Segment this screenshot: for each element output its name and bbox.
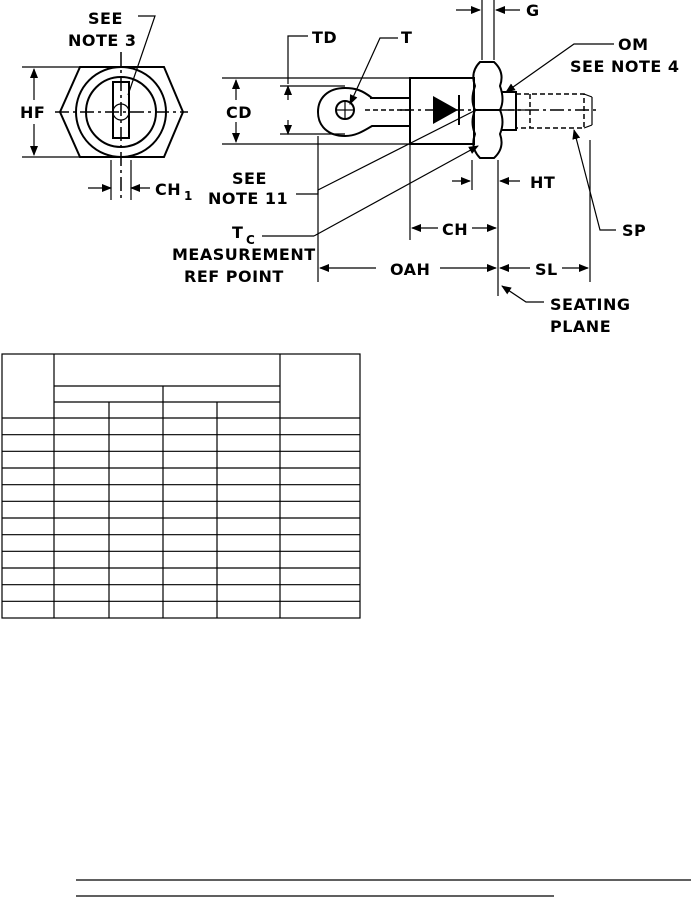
tc-label: T <box>232 223 243 242</box>
end-view <box>22 15 188 200</box>
footer-rules <box>76 879 691 897</box>
table-row-lines <box>2 434 360 602</box>
note3-leader <box>127 15 156 96</box>
note11-leader <box>317 109 477 191</box>
seating-label: SEATING <box>550 295 630 314</box>
lug-hole <box>335 100 355 120</box>
stud-chamfer-bottom <box>583 124 593 129</box>
td-leader <box>287 35 308 84</box>
dimension-table <box>1 353 361 619</box>
sp-label: SP <box>622 221 646 240</box>
seating-plane-leader <box>501 285 544 303</box>
ch-label: CH <box>442 220 468 239</box>
note4-label: SEE NOTE 4 <box>570 57 680 76</box>
terminal-lug <box>316 86 410 138</box>
om-leader <box>505 43 614 93</box>
g-label: G <box>526 1 540 20</box>
t-leader <box>349 37 398 105</box>
sp-leader <box>572 129 616 231</box>
ch1-subscript: 1 <box>184 189 192 203</box>
ht-label: HT <box>530 173 555 192</box>
note11-label-line2: NOTE 11 <box>208 189 288 208</box>
side-view <box>222 0 616 303</box>
hf-label: HF <box>20 103 45 122</box>
note11-label-line1: SEE <box>232 169 267 188</box>
t-label: T <box>401 28 412 47</box>
note3-label-line1: SEE <box>88 9 123 28</box>
tc-subscript: C <box>246 233 255 247</box>
tc-leader <box>313 145 479 237</box>
sl-label: SL <box>535 260 558 279</box>
measurement-label: MEASUREMENT <box>172 245 316 264</box>
om-label: OM <box>618 35 649 54</box>
oah-label: OAH <box>390 260 430 279</box>
table-border <box>1 353 361 619</box>
note3-label-line2: NOTE 3 <box>68 31 137 50</box>
plane-label: PLANE <box>550 317 611 336</box>
td-label: TD <box>312 28 337 47</box>
ref-point-label: REF POINT <box>184 267 284 286</box>
cd-label: CD <box>226 103 252 122</box>
stud-chamfer-top <box>583 93 593 98</box>
labels: SEE NOTE 3 HF CH 1 TD T CD G OM SEE NOTE… <box>20 1 680 336</box>
note11-leader-tail <box>296 190 319 195</box>
ch1-label: CH <box>155 180 181 199</box>
threaded-stud <box>515 93 585 129</box>
